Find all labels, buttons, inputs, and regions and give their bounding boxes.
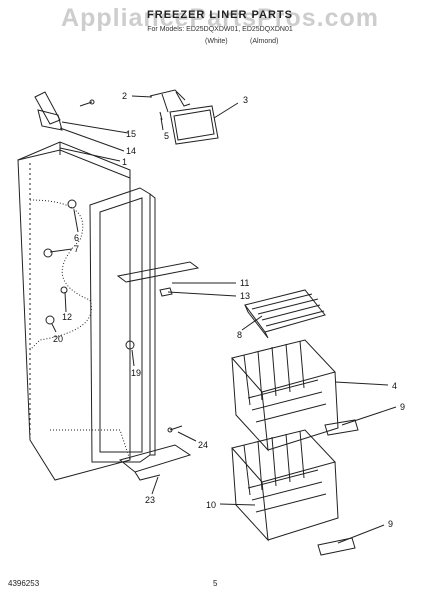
- callout-4: 4: [392, 381, 397, 391]
- callout-20: 20: [53, 334, 63, 344]
- light-cover-assembly: [149, 89, 219, 145]
- site-watermark: AppliancePartsPros.com: [61, 4, 379, 32]
- callout-24: 24: [198, 440, 208, 450]
- upper-basket: [231, 339, 339, 452]
- callout-11: 11: [240, 278, 249, 288]
- shelf-bracket-plate: [116, 261, 200, 297]
- callout-labels: 15 14 1 2 3 5 6 7 12 20 11 13 8 4 9 10 9…: [53, 91, 405, 529]
- callout-8: 8: [237, 330, 242, 340]
- callout-15: 15: [126, 129, 136, 139]
- callout-9-lower: 9: [388, 519, 393, 529]
- model-numbers: For Models: ED25DQXDW01, ED25DQXDN01: [147, 26, 293, 33]
- callout-19: 19: [131, 368, 141, 378]
- top-rail-assembly: [34, 91, 95, 131]
- callout-1: 1: [122, 157, 127, 167]
- callout-10: 10: [206, 500, 216, 510]
- callout-14: 14: [126, 146, 136, 156]
- freezer-liner: [17, 141, 156, 481]
- callout-12: 12: [62, 312, 72, 322]
- callout-3: 3: [243, 95, 248, 105]
- callout-23: 23: [145, 495, 155, 505]
- bottom-slide-track: [118, 425, 192, 481]
- diagram-title: FREEZER LINER PARTS: [147, 9, 293, 21]
- document-number: 4396253: [8, 579, 40, 588]
- callout-2: 2: [122, 91, 127, 101]
- callout-5: 5: [164, 131, 169, 141]
- basket-front-trim: [317, 419, 359, 556]
- color-almond-label: (Almond): [250, 38, 279, 45]
- color-white-label: (White): [205, 38, 228, 45]
- callout-9-upper: 9: [400, 402, 405, 412]
- lower-basket: [231, 429, 339, 542]
- page-number: 5: [213, 579, 218, 588]
- wire-shelf: [244, 289, 326, 339]
- callout-6: 6: [74, 233, 79, 243]
- callout-13: 13: [240, 291, 250, 301]
- callout-7: 7: [74, 244, 79, 254]
